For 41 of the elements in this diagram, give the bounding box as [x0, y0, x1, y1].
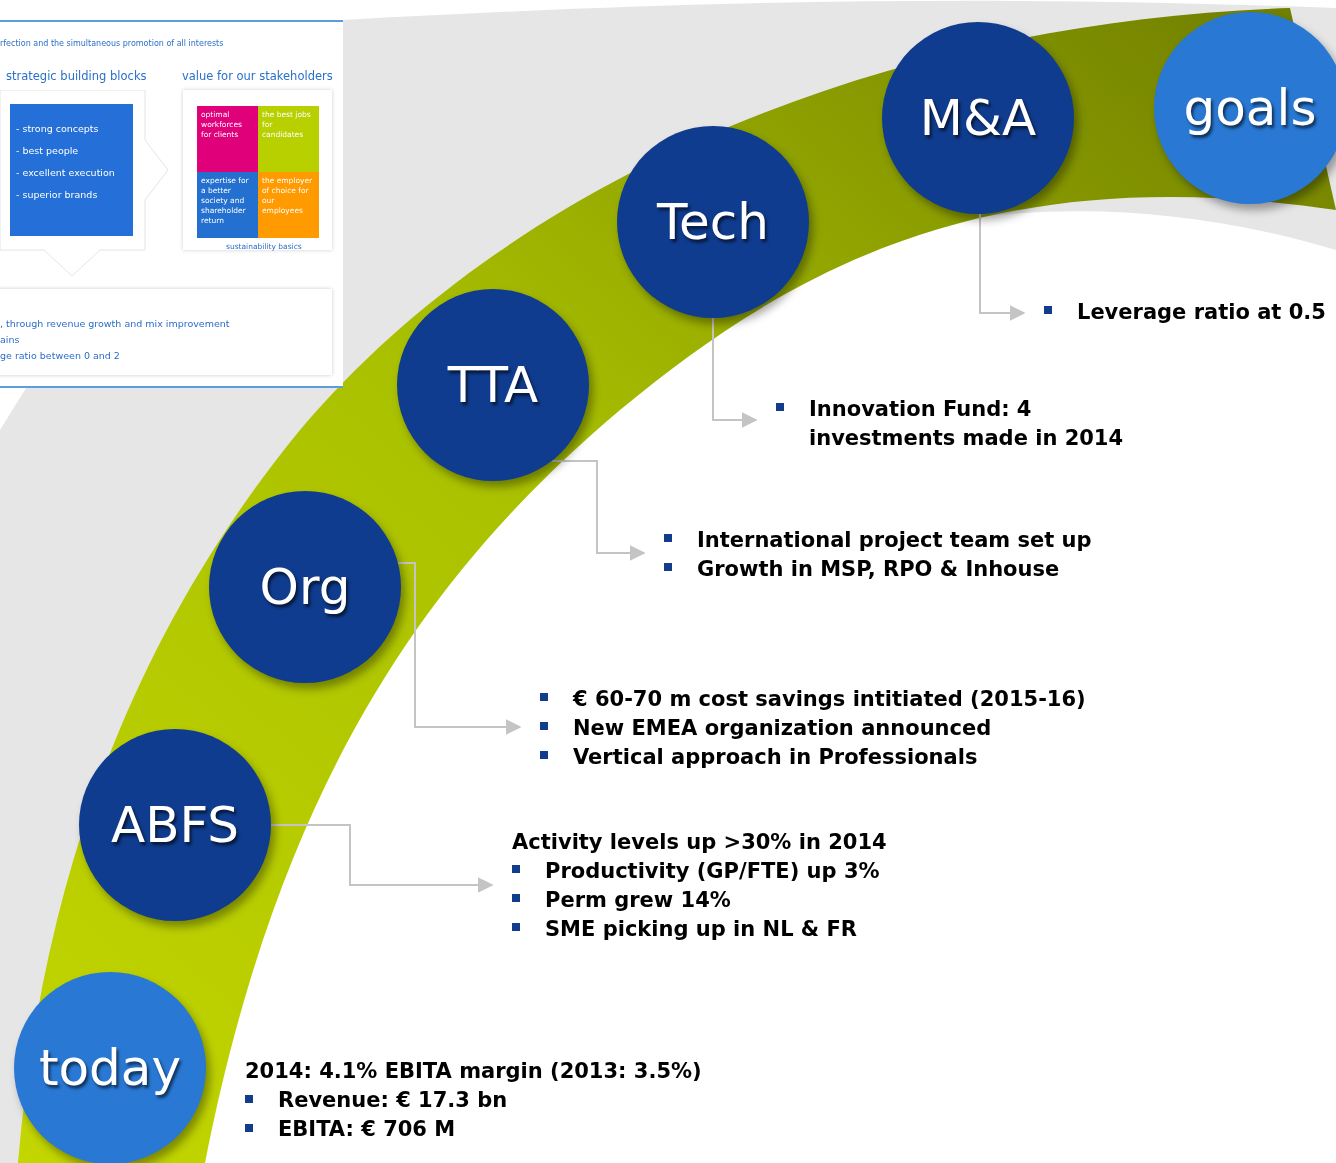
bullet-text: Vertical approach in Professionals: [573, 744, 978, 771]
slide-thumbnail: [0, 20, 343, 388]
list-item: - excellent execution: [16, 166, 116, 180]
bullet-text: SME picking up in NL & FR: [545, 916, 857, 943]
bullet-text: EBITA: € 706 M: [278, 1116, 456, 1143]
milestone-label: Tech: [657, 191, 769, 253]
connector-arrow: [712, 317, 758, 428]
value-tile: [258, 106, 319, 172]
bullet-text: Innovation Fund: 4 investments made in 2014: [809, 396, 1125, 452]
bullet-text: New EMEA organization announced: [573, 715, 992, 742]
milestone-label: Org: [259, 556, 351, 618]
value-tile: [197, 172, 258, 238]
summary-line: ge ratio between 0 and 2: [0, 349, 121, 363]
list-item: - best people: [16, 144, 80, 158]
bullet-text: Revenue: € 17.3 bn: [278, 1087, 508, 1114]
connector-arrow: [979, 213, 1026, 321]
slide-subtitle: rfection and the simultaneous promotion of all interests: [0, 38, 224, 50]
bullet-text: Productivity (GP/FTE) up 3%: [545, 858, 880, 885]
bullet-text: 2014: 4.1% EBITA margin (2013: 3.5%): [245, 1058, 702, 1085]
summary-line: , through revenue growth and mix improvement: [0, 317, 231, 331]
connector-arrow: [270, 824, 494, 893]
bullet-text: International project team set up: [697, 527, 1092, 554]
milestone-label: ABFS: [110, 794, 240, 856]
milestone-label: today: [38, 1037, 182, 1099]
bullet-text: Leverage ratio at 0.5: [1077, 299, 1326, 326]
section-heading: strategic building blocks: [6, 68, 147, 85]
list-item: - superior brands: [16, 188, 99, 202]
bullet-text: Growth in MSP, RPO & Inhouse: [697, 556, 1060, 583]
value-tile: [258, 172, 319, 238]
value-tile: [197, 106, 258, 172]
summary-line: ains: [0, 333, 21, 347]
connector-arrow: [551, 460, 646, 561]
list-item: - strong concepts: [16, 122, 100, 136]
connector-arrow: [397, 562, 522, 735]
bullet-text: Perm grew 14%: [545, 887, 731, 914]
milestone-label: M&A: [919, 87, 1037, 149]
section-heading: value for our stakeholders: [182, 68, 333, 85]
bullet-text: Activity levels up >30% in 2014: [512, 829, 887, 856]
milestone-label: goals: [1183, 77, 1317, 139]
milestone-label: TTA: [447, 354, 539, 416]
bullet-text: € 60-70 m cost savings intitiated (2015-16): [573, 686, 1086, 713]
